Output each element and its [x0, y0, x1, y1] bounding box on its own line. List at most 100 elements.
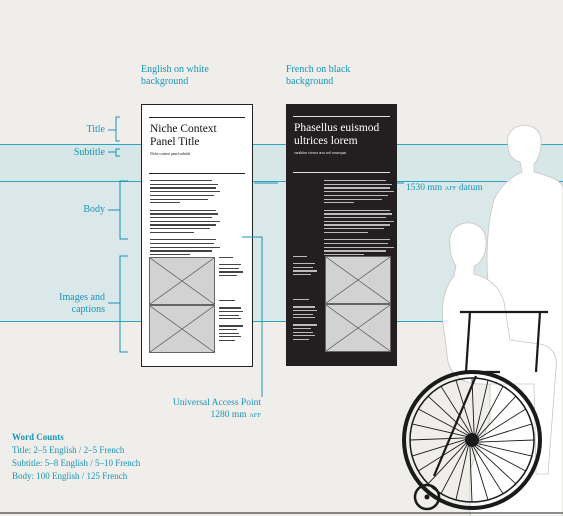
wheelchair-wheel [402, 370, 542, 510]
text-line [324, 202, 354, 204]
wheel-spoke [411, 439, 466, 457]
text-line [324, 254, 364, 256]
panel-en-title-line1: Niche Context [150, 123, 217, 135]
text-line [324, 183, 392, 185]
label-images-captions: Images and captions [59, 292, 105, 316]
text-line [219, 264, 241, 266]
word-counts-title: Title: 2–5 English / 2–5 French [12, 445, 125, 455]
header-french: French on black background [286, 64, 350, 88]
datum-band-upper [0, 144, 563, 181]
bracket-subtitle [108, 148, 120, 157]
datum-suffix: datum [458, 183, 483, 193]
panel-fr-title-line2: ultrices lorem [294, 135, 358, 147]
text-line [293, 328, 311, 330]
panel-fr-image-1 [325, 256, 391, 304]
text-line [150, 254, 190, 256]
wheel-spoke [474, 445, 517, 485]
wheel-spoke [427, 442, 467, 485]
header-french-line1: French on black [286, 64, 351, 75]
text-line [293, 270, 317, 272]
text-line [293, 256, 307, 258]
wheel-spoke [412, 423, 467, 437]
header-french-line2: background [286, 76, 334, 87]
wheel-spoke [471, 446, 489, 501]
text-line [150, 242, 214, 245]
text-line [324, 231, 368, 234]
wheel-spoke [418, 408, 468, 436]
text-line [324, 250, 386, 252]
panel-fr-image-2 [325, 304, 391, 352]
wheel-spoke [440, 386, 471, 434]
panel-fr-title: Phasellus euismod ultrices lorem [294, 122, 379, 148]
text-line [324, 246, 394, 248]
text-line [150, 180, 212, 182]
text-line [293, 299, 309, 301]
bracket-title [108, 116, 120, 142]
text-line [219, 307, 241, 309]
text-line [293, 317, 315, 319]
text-line [324, 191, 394, 193]
datum-aff: AFF [444, 185, 457, 192]
label-body: Body [83, 204, 105, 215]
access-point-title: Universal Access Point [172, 398, 261, 408]
label-brackets [108, 116, 404, 397]
text-line [293, 266, 313, 269]
text-line [219, 300, 235, 302]
text-line [324, 242, 388, 245]
panel-en-image-2 [149, 305, 215, 353]
text-line [293, 331, 313, 333]
bracket-body [108, 180, 128, 240]
wheelchair-caster [413, 483, 441, 511]
text-line [150, 246, 220, 248]
text-line [293, 338, 309, 341]
wheel-spoke [409, 437, 466, 441]
wheel-spoke [476, 386, 504, 436]
text-line [219, 257, 233, 259]
text-line [219, 325, 243, 327]
wheel-spoke [473, 446, 504, 494]
text-line [219, 275, 237, 277]
datum-label: 1530 mm AFF datum [404, 183, 485, 193]
wheel-spoke [418, 441, 466, 472]
wheel-spoke [478, 423, 533, 441]
text-line [324, 220, 394, 222]
text-line [293, 324, 317, 326]
access-point-aff: AFF [249, 412, 261, 419]
panel-en-top-rule [149, 117, 245, 118]
panel-fr-title-line1: Phasellus euismod [294, 122, 380, 134]
word-counts-subtitle: Subtitle: 5–8 English / 5–10 French [12, 458, 141, 468]
text-line [150, 224, 216, 226]
wheel-spoke [427, 395, 470, 435]
text-line [219, 339, 235, 342]
panel-en-title: Niche Context Panel Title [150, 123, 217, 149]
text-line [293, 306, 315, 308]
text-line [324, 187, 390, 189]
text-line [324, 217, 386, 219]
wheelchair-user-figure [402, 222, 557, 511]
bracket-images [108, 255, 128, 353]
text-line [293, 335, 315, 337]
text-line [219, 271, 243, 273]
access-point-leader [242, 236, 263, 397]
wheel-spoke [478, 439, 535, 443]
text-line [150, 250, 212, 252]
text-line [150, 198, 208, 200]
text-line [219, 329, 237, 331]
panel-fr-body-rule [293, 172, 390, 173]
label-images-line2: captions [71, 304, 105, 315]
header-english: English on white background [141, 64, 209, 88]
text-line [150, 228, 210, 230]
word-counts: Word Counts Title: 2–5 English / 2–5 Fre… [12, 431, 140, 483]
word-counts-heading: Word Counts [12, 432, 64, 442]
wheel-spoke [477, 443, 532, 457]
label-title: Title [86, 124, 105, 135]
header-english-line2: background [141, 76, 189, 87]
header-english-line1: English on white [141, 64, 209, 75]
text-line [219, 314, 239, 316]
text-line [324, 239, 390, 241]
text-line [293, 263, 315, 265]
panel-english: Niche Context Panel Title Niche context … [141, 104, 253, 367]
access-point-label: Universal Access Point 1280 mm AFF [173, 397, 261, 422]
datum-line-bottom [0, 321, 563, 322]
datum-line-top [0, 144, 563, 145]
